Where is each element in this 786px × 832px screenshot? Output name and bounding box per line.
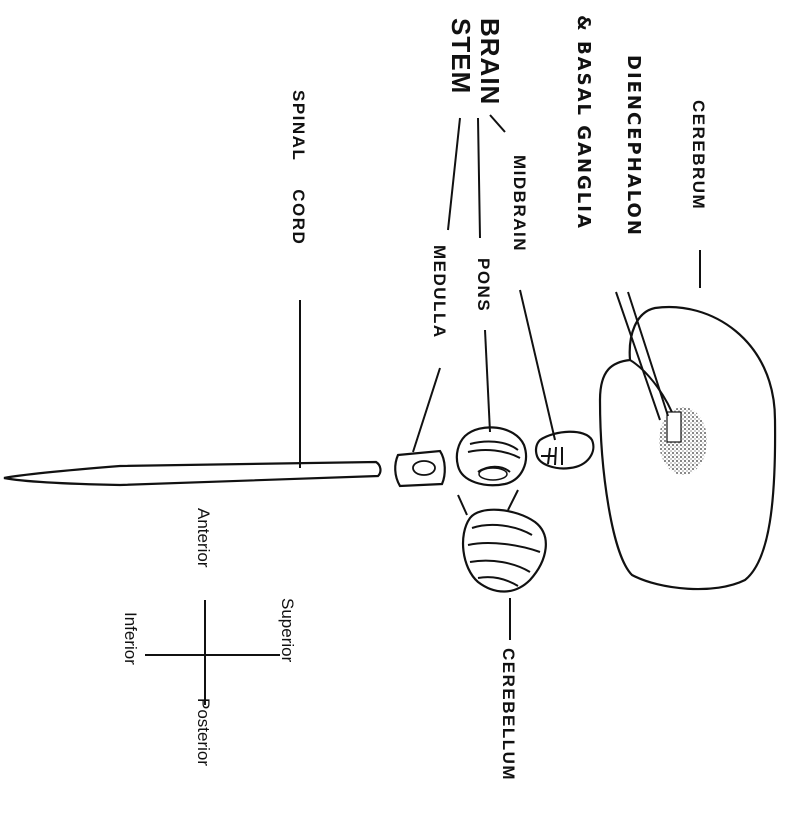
cerebrum-label: CEREBRUM (689, 100, 708, 210)
posterior-label: Posterior (194, 698, 213, 766)
brainstem-bracket (447, 114, 506, 239)
spinal-cord-shape (3, 460, 382, 487)
basal-ganglia-block (666, 411, 682, 443)
pons-cerebellum-link (457, 489, 519, 516)
pons-notch (478, 467, 508, 481)
pons-label: PONS (474, 258, 493, 312)
cerebellum-folia (467, 523, 541, 587)
medulla-leader (412, 367, 441, 453)
brain-label: BRAIN (475, 18, 505, 105)
superior-label: Superior (278, 598, 297, 663)
basal-ganglia-label: & BASAL GANGLIA (573, 15, 594, 230)
midbrain-texture (541, 446, 563, 466)
medulla-label: MEDULLA (430, 245, 449, 339)
midbrain-label: MIDBRAIN (510, 155, 529, 252)
cerebellum-label: CEREBELLUM (499, 648, 518, 781)
diencephalon-region (659, 407, 707, 475)
inferior-label: Inferior (121, 612, 140, 665)
cerebellum-shape (462, 508, 547, 593)
midbrain-leader (519, 289, 556, 441)
midbrain-shape (534, 430, 595, 470)
diencephalon-label: DIENCEPHALON (623, 55, 644, 237)
anterior-label: Anterior (194, 508, 213, 568)
spinal-cord-label: SPINAL CORD (289, 90, 308, 245)
stem-label: STEM (446, 18, 476, 94)
medulla-canal (412, 460, 436, 476)
orientation-cross (145, 600, 280, 705)
diencephalon-leader (615, 291, 669, 421)
pons-leader (484, 329, 491, 433)
